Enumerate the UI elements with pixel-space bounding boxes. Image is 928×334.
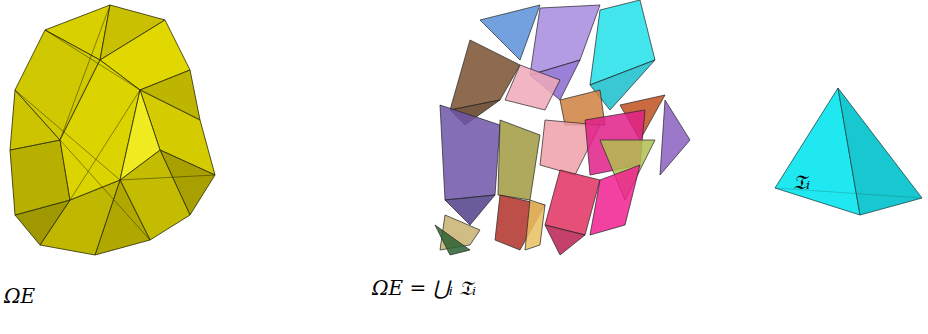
element-label: 𝔗ᵢ — [793, 170, 810, 194]
region-label: ΩE — [4, 284, 35, 308]
union-formula: ΩE = ⋃ᵢ 𝔗ᵢ — [372, 276, 476, 300]
tetrahedron — [775, 88, 922, 215]
polyhedron — [10, 5, 215, 255]
exploded-tetrahedra — [435, 0, 690, 255]
